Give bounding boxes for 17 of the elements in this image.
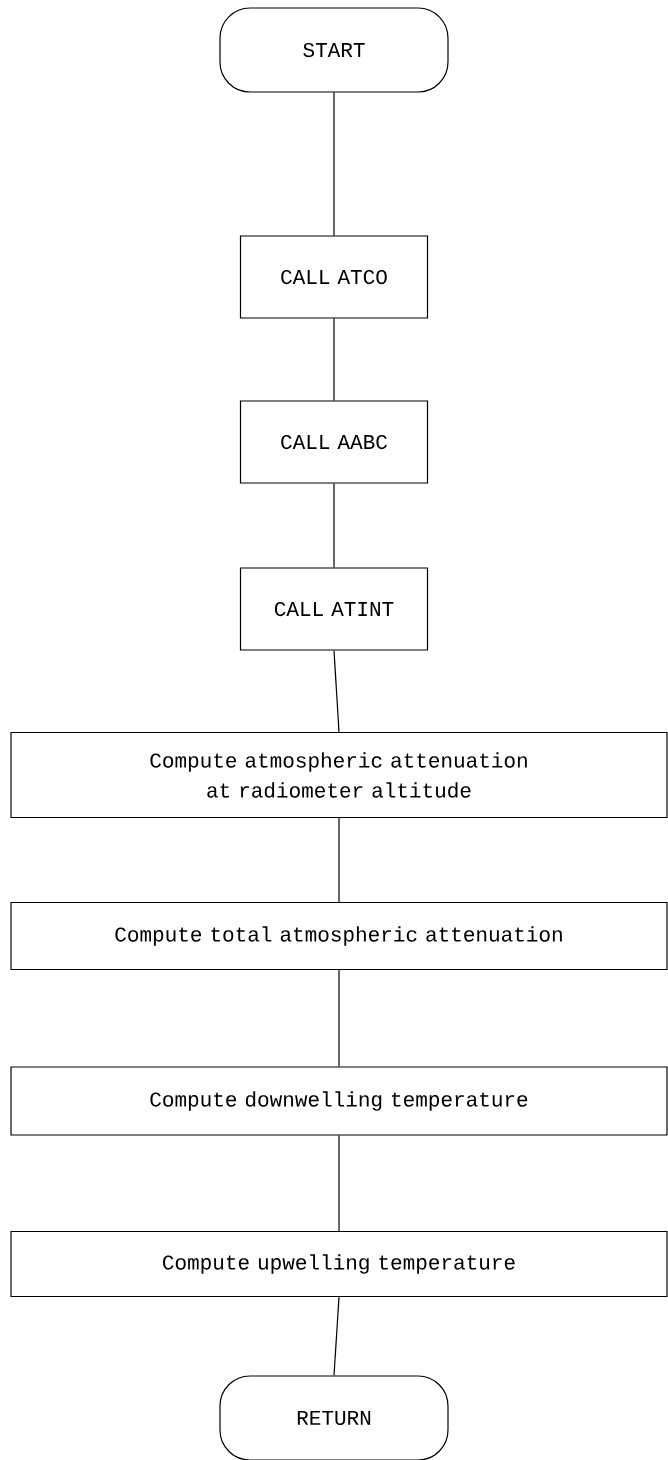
connector-line (333, 1296, 340, 1376)
process-box: CALL AABC (239, 400, 429, 484)
connector-line (333, 92, 335, 236)
connector-line (333, 483, 335, 568)
process-box: CALL ATCO (239, 235, 429, 319)
process-box: Compute upwelling temperature (10, 1230, 668, 1298)
terminal-box: RETURN (219, 1375, 449, 1460)
connector-line (338, 817, 340, 903)
process-box: Compute atmospheric attenuation at radiometer altitude (10, 731, 668, 819)
connector-line (338, 1135, 340, 1232)
connector-line (333, 318, 335, 401)
connector-line (338, 969, 340, 1067)
terminal-box: START (219, 7, 449, 93)
process-box: Compute downwelling temperature (10, 1066, 668, 1136)
process-box: CALL ATINT (239, 567, 429, 651)
connector-line (333, 650, 340, 733)
process-box: Compute total atmospheric attenuation (10, 901, 668, 971)
